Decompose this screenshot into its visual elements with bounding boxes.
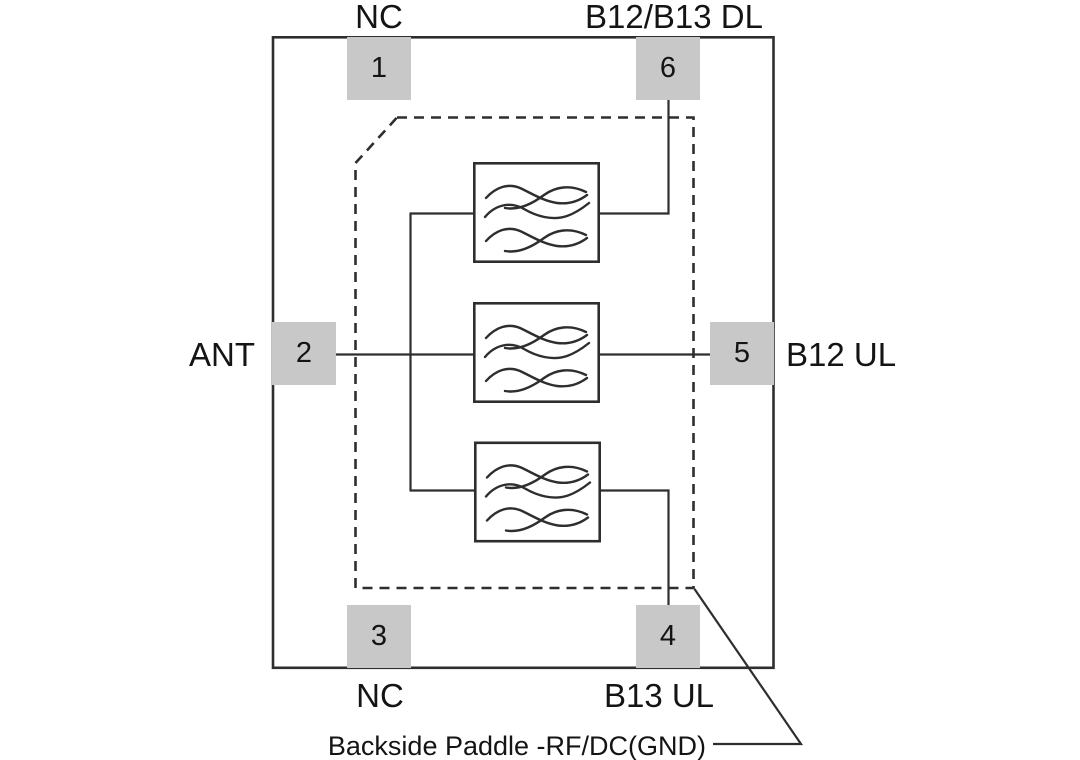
pin-number-3: 3 — [370, 620, 388, 652]
pin-number-2: 2 — [295, 337, 313, 369]
pin-label-4-b13-ul: B13 UL — [603, 677, 715, 714]
bandpass-filter-top — [472, 162, 601, 264]
pin-number-5: 5 — [733, 337, 751, 369]
pin-number-1: 1 — [370, 52, 388, 84]
pin-pad-5: 5 — [710, 322, 774, 385]
pin-number-6: 6 — [659, 52, 677, 84]
pin-label-2-ant: ANT — [189, 336, 255, 373]
pin-number-4: 4 — [659, 620, 677, 652]
pin-pad-4: 4 — [636, 605, 700, 668]
backside-paddle-outline — [354, 116, 695, 590]
pin-label-1-nc: NC — [355, 0, 403, 35]
pin-label-6-b12-b13-dl: B12/B13 DL — [585, 0, 763, 35]
pin-pad-6: 6 — [636, 37, 700, 100]
pin-pad-1: 1 — [347, 37, 411, 100]
backside-paddle-note: Backside Paddle -RF/DC(GND) — [327, 731, 706, 760]
wire-top-filter-to-pin6 — [600, 99, 670, 215]
wire-bottom-filter-to-pin4 — [600, 489, 670, 607]
paddle-leader-line — [693, 588, 804, 746]
pin-label-3-nc: NC — [356, 677, 404, 714]
bandpass-filter-middle — [472, 301, 601, 404]
pin-pad-2: 2 — [272, 322, 336, 385]
pin-label-5-b12-ul: B12 UL — [786, 336, 897, 373]
pin-pad-3: 3 — [347, 605, 411, 668]
bandpass-filter-bottom — [473, 441, 602, 543]
